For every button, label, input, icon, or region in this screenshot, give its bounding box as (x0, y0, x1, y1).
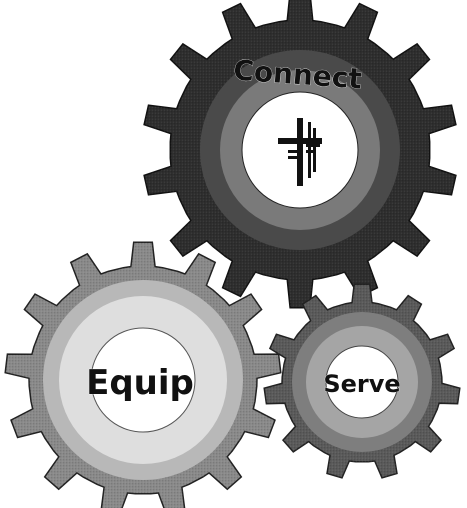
equip-label: Equip (86, 363, 194, 403)
serve-gear: Serve (264, 284, 460, 478)
serve-label: Serve (323, 370, 400, 398)
connect-gear: Connect (144, 0, 456, 308)
